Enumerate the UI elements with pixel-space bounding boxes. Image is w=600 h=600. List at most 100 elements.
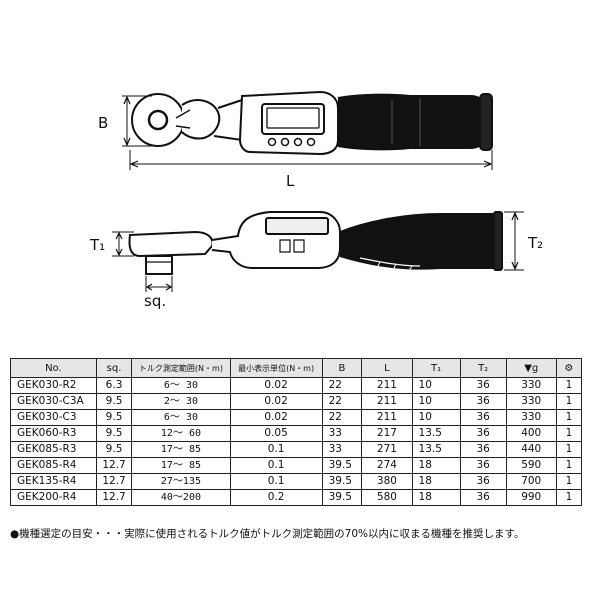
- cell-model-no: GEK200-R4: [10, 489, 97, 506]
- header-no: No.: [10, 358, 97, 378]
- cell-sq: 12.7: [95, 473, 133, 490]
- cell-b: 22: [321, 377, 363, 394]
- cell-qty: 1: [555, 441, 583, 458]
- dim-label-sq: sq.: [144, 292, 166, 310]
- header-min-unit: 最小表示単位(N・m): [229, 358, 323, 378]
- cell-t1: 10: [411, 377, 461, 394]
- cell-min-unit: 0.2: [229, 489, 323, 506]
- cell-b: 22: [321, 393, 363, 410]
- cell-t2: 36: [459, 377, 507, 394]
- cell-weight: 700: [505, 473, 557, 490]
- cell-weight: 400: [505, 425, 557, 442]
- cell-model-no: GEK135-R4: [10, 473, 97, 490]
- cell-torque-range: 12～ 60: [131, 425, 231, 442]
- cell-torque-range: 40～200: [131, 489, 231, 506]
- cell-l: 217: [361, 425, 413, 442]
- cell-torque-range: 17～ 85: [131, 457, 231, 474]
- cell-b: 33: [321, 441, 363, 458]
- cell-l: 580: [361, 489, 413, 506]
- top-dimension-lines: [122, 95, 493, 170]
- dim-label-b: B: [98, 114, 108, 132]
- cell-qty: 1: [555, 409, 583, 426]
- cell-t1: 10: [411, 409, 461, 426]
- cell-sq: 12.7: [95, 489, 133, 506]
- cell-qty: 1: [555, 473, 583, 490]
- cell-weight: 330: [505, 377, 557, 394]
- header-l: L: [361, 358, 413, 378]
- cell-model-no: GEK085-R4: [10, 457, 97, 474]
- cell-l: 274: [361, 457, 413, 474]
- cell-b: 39.5: [321, 489, 363, 506]
- cell-model-no: GEK060-R3: [10, 425, 97, 442]
- cell-torque-range: 27～135: [131, 473, 231, 490]
- cell-sq: 6.3: [95, 377, 133, 394]
- cell-min-unit: 0.02: [229, 393, 323, 410]
- cell-min-unit: 0.05: [229, 425, 323, 442]
- cell-l: 380: [361, 473, 413, 490]
- cell-t2: 36: [459, 425, 507, 442]
- cell-b: 33: [321, 425, 363, 442]
- header-b: B: [321, 358, 363, 378]
- wrench-side-view: [128, 211, 503, 275]
- cell-t2: 36: [459, 441, 507, 458]
- cell-weight: 990: [505, 489, 557, 506]
- cell-t2: 36: [459, 457, 507, 474]
- header-sq: sq.: [95, 358, 133, 378]
- cell-torque-range: 17～ 85: [131, 441, 231, 458]
- cell-qty: 1: [555, 377, 583, 394]
- cell-t2: 36: [459, 409, 507, 426]
- wrench-drawing: B L T₁ T₂ sq.: [89, 90, 543, 310]
- table-header-row: No. sq. トルク測定範囲(N・m) 最小表示単位(N・m) B L T₁ …: [10, 358, 583, 378]
- cell-t1: 18: [411, 489, 461, 506]
- cell-t2: 36: [459, 489, 507, 506]
- cell-t1: 13.5: [411, 425, 461, 442]
- cell-l: 211: [361, 377, 413, 394]
- cell-qty: 1: [555, 393, 583, 410]
- cell-l: 211: [361, 393, 413, 410]
- cell-weight: 440: [505, 441, 557, 458]
- cell-sq: 9.5: [95, 393, 133, 410]
- cell-min-unit: 0.02: [229, 409, 323, 426]
- dim-label-l: L: [286, 172, 295, 190]
- cell-min-unit: 0.1: [229, 441, 323, 458]
- cell-model-no: GEK085-R3: [10, 441, 97, 458]
- cell-b: 39.5: [321, 473, 363, 490]
- side-dimension-lines: [112, 211, 524, 292]
- cell-t2: 36: [459, 393, 507, 410]
- spec-table: No. sq. トルク測定範囲(N・m) 最小表示単位(N・m) B L T₁ …: [10, 358, 583, 506]
- header-qty-icon: ⚙: [555, 358, 583, 378]
- cell-qty: 1: [555, 457, 583, 474]
- cell-torque-range: 2～ 30: [131, 393, 231, 410]
- cell-min-unit: 0.02: [229, 377, 323, 394]
- dim-label-t1: T₁: [89, 236, 105, 254]
- cell-model-no: GEK030-C3: [10, 409, 97, 426]
- cell-sq: 9.5: [95, 409, 133, 426]
- cell-weight: 330: [505, 409, 557, 426]
- footnote: ●機種選定の目安・・・実際に使用されるトルク値がトルク測定範囲の70%以内に収ま…: [10, 528, 525, 540]
- header-weight: ▼g: [505, 358, 557, 378]
- cell-weight: 330: [505, 393, 557, 410]
- cell-min-unit: 0.1: [229, 457, 323, 474]
- cell-torque-range: 6～ 30: [131, 409, 231, 426]
- cell-torque-range: 6～ 30: [131, 377, 231, 394]
- dim-label-t2: T₂: [527, 234, 543, 252]
- cell-b: 39.5: [321, 457, 363, 474]
- cell-t1: 13.5: [411, 441, 461, 458]
- cell-min-unit: 0.1: [229, 473, 323, 490]
- cell-qty: 1: [555, 489, 583, 506]
- cell-t1: 10: [411, 393, 461, 410]
- cell-t1: 18: [411, 473, 461, 490]
- cell-model-no: GEK030-C3A: [10, 393, 97, 410]
- cell-sq: 9.5: [95, 425, 133, 442]
- cell-sq: 12.7: [95, 457, 133, 474]
- cell-model-no: GEK030-R2: [10, 377, 97, 394]
- cell-t1: 18: [411, 457, 461, 474]
- header-torque-range: トルク測定範囲(N・m): [131, 358, 231, 378]
